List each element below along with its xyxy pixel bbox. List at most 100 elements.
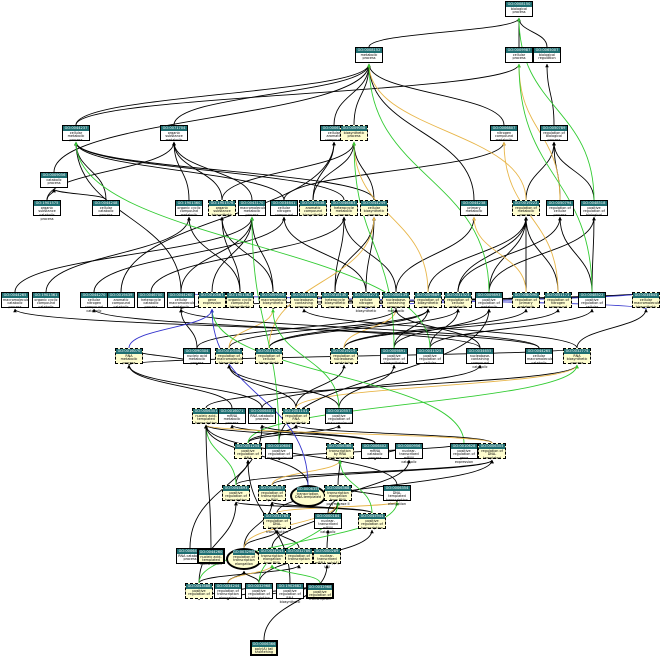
go-id: GO:0065007 bbox=[534, 48, 560, 53]
relation-edge bbox=[312, 141, 356, 201]
go-id: GO:0045893 bbox=[223, 486, 249, 491]
relation-edge bbox=[120, 141, 336, 293]
relation-edge bbox=[74, 141, 182, 293]
go-id: GO:0018130 bbox=[322, 293, 348, 298]
go-id: GO:1902682 bbox=[277, 584, 303, 589]
go-id: GO:0048522 bbox=[579, 293, 605, 298]
relation-edge bbox=[243, 501, 340, 549]
relation-edge bbox=[545, 63, 555, 126]
go-term-label: cellular macromolecule catabolic bbox=[527, 354, 552, 366]
relation-edge bbox=[488, 216, 596, 293]
go-term-label: transcription, DNA-templated bbox=[294, 492, 322, 500]
relation-edge bbox=[210, 308, 465, 444]
relation-edge bbox=[393, 308, 430, 349]
go-id: GO:0043488 bbox=[186, 584, 212, 589]
